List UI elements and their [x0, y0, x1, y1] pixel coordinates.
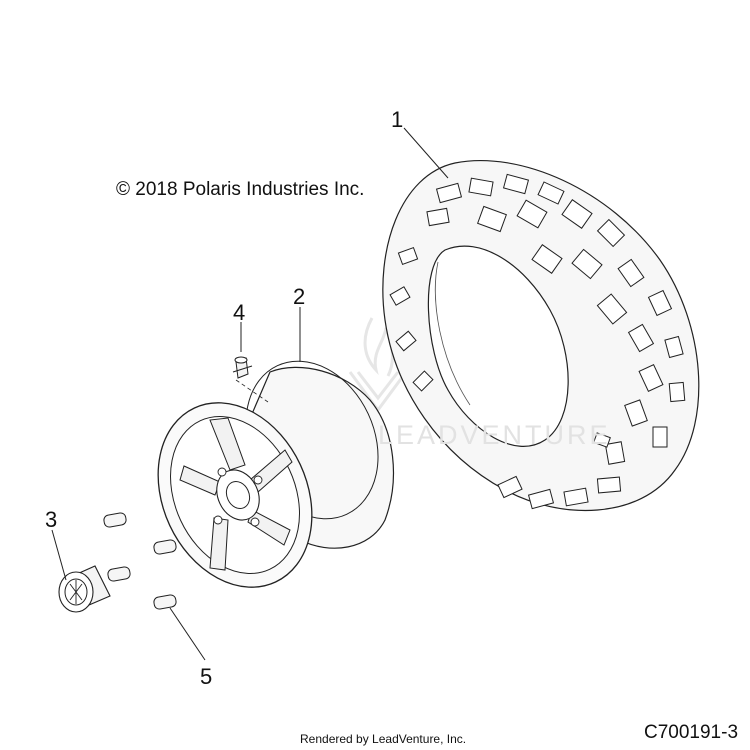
lug-nut-1	[103, 512, 127, 528]
leader-5	[169, 607, 206, 661]
watermark-text: LEADVENTURE	[378, 420, 611, 450]
lug-nut-3	[107, 566, 131, 582]
lug-nuts	[103, 512, 177, 610]
callout-2: 2	[293, 284, 306, 309]
lug-nut-4	[153, 594, 177, 610]
callout-4: 4	[233, 300, 246, 325]
leader-3	[51, 529, 67, 581]
drawing-id: C700191-3	[644, 722, 739, 743]
callout-5: 5	[200, 664, 213, 689]
callout-1: 1	[391, 107, 404, 132]
callout-3: 3	[45, 507, 58, 532]
copyright-notice: © 2018 Polaris Industries Inc.	[116, 179, 365, 200]
hub-cap	[58, 565, 111, 613]
render-credit: Rendered by LeadVenture, Inc.	[300, 732, 467, 746]
valve-stem	[232, 356, 253, 379]
leader-1	[403, 127, 449, 179]
lug-nut-2	[153, 539, 177, 555]
leader-lines	[51, 127, 449, 661]
tire	[382, 159, 700, 511]
wheel	[157, 360, 394, 588]
